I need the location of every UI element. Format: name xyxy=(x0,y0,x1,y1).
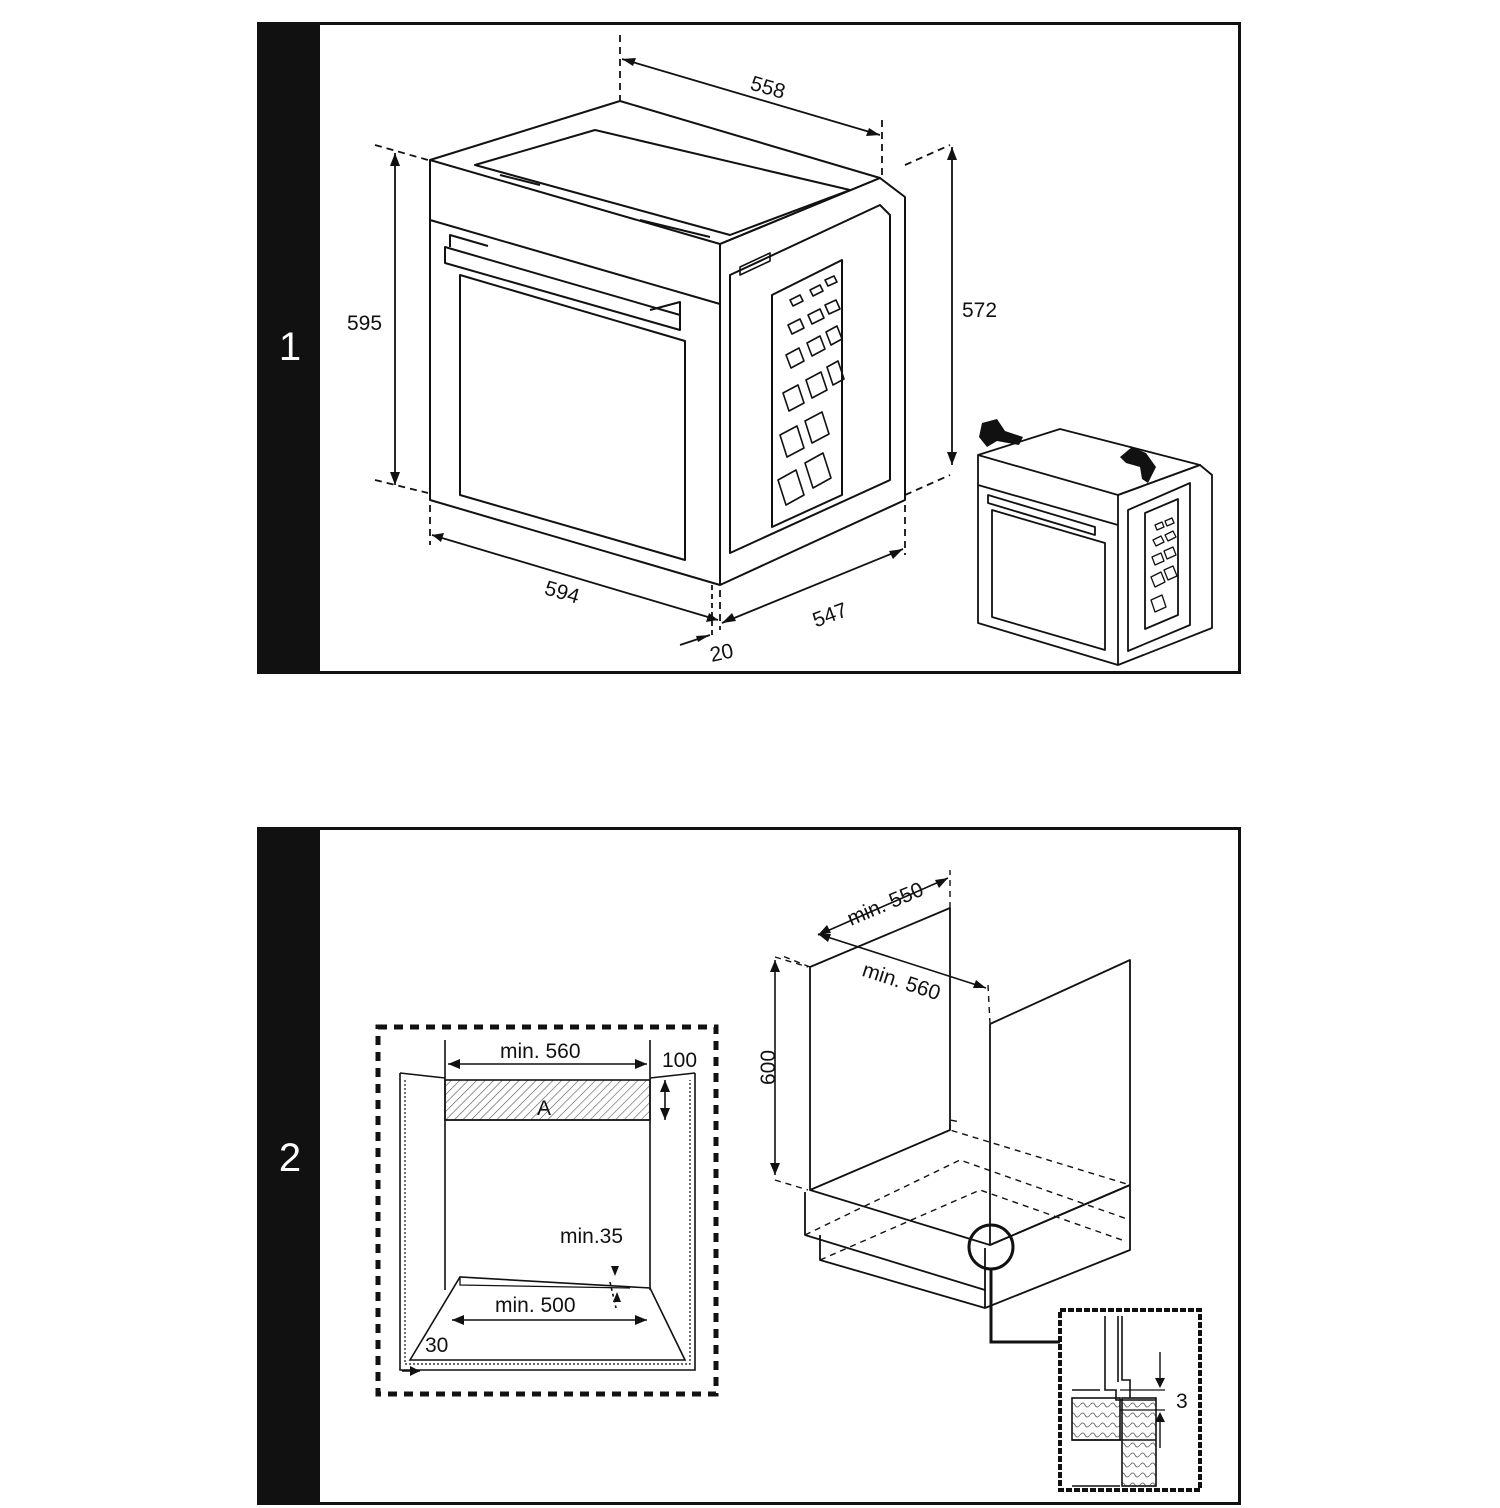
dim-bottom-gap: min.35 xyxy=(560,1225,623,1248)
dim-side-gap: 30 xyxy=(425,1334,448,1357)
oven-window xyxy=(459,274,686,561)
dim-depth: 547 xyxy=(810,599,851,633)
zone-a xyxy=(444,1079,651,1121)
dim-top-depth: 558 xyxy=(748,72,788,104)
dim-front-offset: 20 xyxy=(708,640,736,667)
oven-handle xyxy=(444,246,681,331)
dim-height: 595 xyxy=(347,312,382,335)
panel-number-bar xyxy=(260,25,320,671)
panel-1: 1 xyxy=(257,22,1241,674)
oven-dimensions-drawing: 558 595 572 594 547 20 xyxy=(347,35,1213,667)
dim-bottom-width: min. 500 xyxy=(495,1294,576,1317)
panel-number: 2 xyxy=(278,1136,302,1180)
dim-zone-a-depth: 100 xyxy=(662,1049,697,1072)
detail-leader xyxy=(989,1269,1060,1344)
oven-front-face xyxy=(429,159,721,586)
dim-detail-gap: 3 xyxy=(1176,1390,1188,1413)
oven-side-vent-panel xyxy=(771,259,843,528)
dim-cabinet-height: 600 xyxy=(757,1050,780,1085)
installation-drawing: A min. 560 100 min.35 min. 500 30 xyxy=(375,870,1202,1492)
dim-side-height: 572 xyxy=(962,299,997,322)
dim-niche-width: min. 560 xyxy=(500,1040,581,1063)
vent-pattern xyxy=(739,252,845,506)
oven-control-strip xyxy=(429,219,721,305)
oven-top-face xyxy=(429,100,881,245)
panel-number-bar xyxy=(260,830,320,1502)
detail-circle xyxy=(967,1223,1015,1271)
oven-side-face xyxy=(719,177,906,586)
niche-frame xyxy=(399,1072,696,1371)
panel-number: 1 xyxy=(278,325,302,369)
hands-icon xyxy=(979,419,1156,483)
zone-a-label: A xyxy=(537,1097,551,1120)
cabinet-drawing xyxy=(804,907,1131,1309)
dim-cabinet-width: min. 560 xyxy=(859,958,943,1005)
detail-inset xyxy=(1058,1308,1202,1492)
small-oven-install xyxy=(977,428,1213,666)
panel-2: 2 A xyxy=(257,827,1241,1505)
niche-outline xyxy=(375,1024,719,1397)
dim-width: 594 xyxy=(542,577,582,609)
